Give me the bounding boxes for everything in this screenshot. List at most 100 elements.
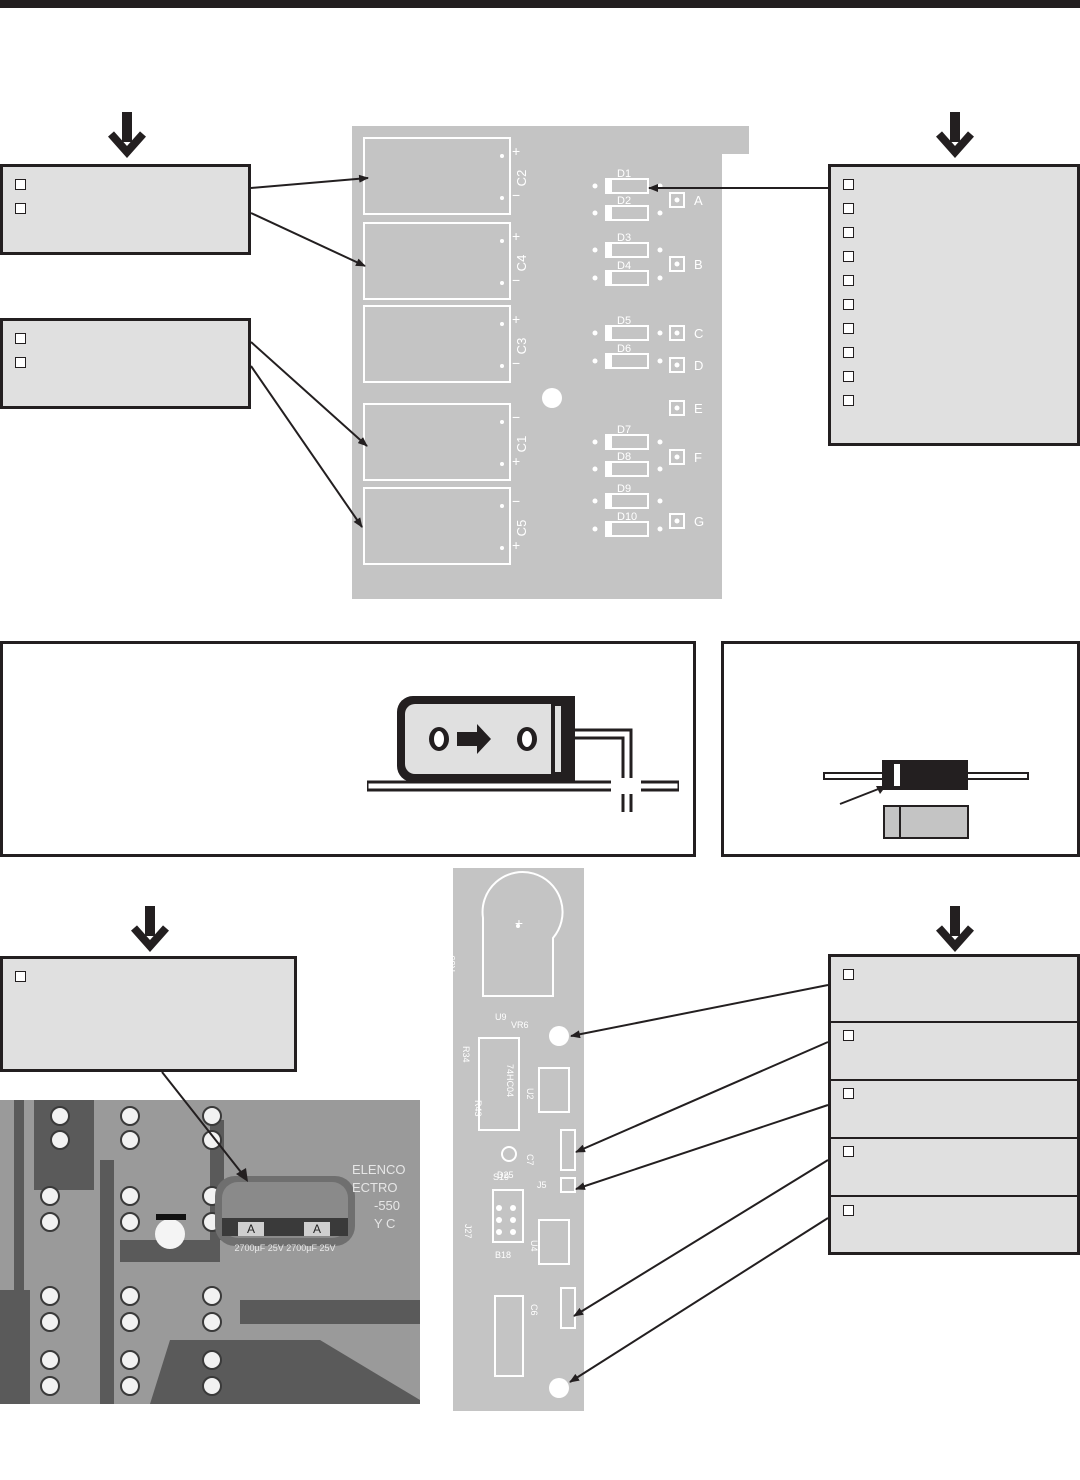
diode-outline-d2: D2 — [592, 195, 663, 221]
checkbox-icon[interactable] — [15, 203, 26, 214]
polarity-mark: + — [512, 143, 520, 159]
polarity-mark: + — [512, 537, 520, 553]
diode-outline-d10: D10 — [592, 511, 663, 537]
checkbox-icon[interactable] — [843, 203, 854, 214]
checkbox-icon[interactable] — [843, 323, 854, 334]
component-label: J5 — [537, 1180, 547, 1190]
component-label: R35 — [453, 955, 457, 972]
checkbox-icon[interactable] — [843, 251, 854, 262]
component-label: U4 — [529, 1240, 539, 1252]
cap-marking-a: A — [313, 1222, 321, 1236]
component-label: J27 — [463, 1224, 473, 1239]
capacitor-label: C3 — [514, 338, 529, 355]
pad-c: C — [669, 325, 703, 341]
pcb-top-diagram: +−C2+−C4+−C3−+C1−+C5 D1D2D3D4D5D6D7D8D9D… — [352, 126, 749, 599]
checkbox-icon[interactable] — [15, 357, 26, 368]
component-label: R43 — [473, 1100, 483, 1117]
diode-outline-d1: D1 — [592, 168, 663, 194]
pad-g: G — [669, 513, 704, 529]
pad-f: F — [669, 449, 702, 465]
checkbox-icon[interactable] — [843, 179, 854, 190]
component-label: R34 — [461, 1046, 471, 1063]
diode-label: D6 — [617, 343, 631, 355]
component-label: 74HC04 — [505, 1064, 515, 1097]
polarity-mark: + — [512, 228, 520, 244]
capacitor-steps-box-1 — [0, 164, 251, 255]
capacitor-outline-c3: +−C3 — [363, 305, 529, 383]
checkbox-icon[interactable] — [843, 1205, 854, 1216]
divider — [831, 1137, 1077, 1139]
diode-detail-panel — [721, 641, 1080, 857]
checkbox-icon[interactable] — [843, 1088, 854, 1099]
electrolytic-capacitor-photo: A A 2700µF 25V 2700µF 25V — [215, 1176, 355, 1253]
diode-illustration — [823, 760, 1029, 839]
down-arrow-icon — [108, 112, 146, 158]
component-label: B18 — [495, 1250, 511, 1260]
checkbox-icon[interactable] — [15, 179, 26, 190]
bottom-steps-box — [828, 954, 1080, 1255]
silkscreen-text: ECTRO — [352, 1180, 398, 1195]
pad-label: D — [694, 358, 703, 373]
diode-outline-d3: D3 — [592, 232, 663, 258]
silkscreen-text: Y C — [374, 1216, 395, 1231]
leader-lines-top — [250, 174, 828, 528]
checkbox-icon[interactable] — [843, 299, 854, 310]
component-label: U9 — [495, 1012, 507, 1022]
leader-lines-bottom — [569, 984, 829, 1383]
component-label: U2 — [525, 1088, 535, 1100]
diode-label: D9 — [617, 483, 631, 495]
checkbox-icon[interactable] — [843, 395, 854, 406]
leader-line-photo — [161, 1071, 248, 1182]
checkbox-icon[interactable] — [15, 333, 26, 344]
pad-label: A — [694, 193, 703, 208]
diode-label: D3 — [617, 232, 631, 244]
checkbox-icon[interactable] — [843, 969, 854, 980]
polarity-mark: + — [512, 453, 520, 469]
component-label: D25 — [497, 1170, 514, 1180]
capacitor-outline-c5: −+C5 — [363, 487, 529, 565]
checkbox-icon[interactable] — [843, 1146, 854, 1157]
checkbox-icon[interactable] — [843, 227, 854, 238]
capacitor-steps-box-2 — [0, 318, 251, 409]
capacitor-label: C2 — [514, 170, 529, 187]
diode-steps-box — [828, 164, 1080, 446]
photo-step-box — [0, 956, 297, 1072]
capacitor-label: C1 — [514, 436, 529, 453]
down-arrow-icon — [936, 906, 974, 952]
pad-label: B — [694, 257, 703, 272]
down-arrow-icon — [936, 112, 974, 158]
mounting-hole — [542, 388, 562, 408]
capacitor-detail-panel — [0, 641, 696, 857]
polarity-mark: − — [512, 187, 520, 203]
pad-label: E — [694, 401, 703, 416]
capacitor-side-view-illustration — [367, 696, 679, 812]
cap-rating-text: 2700µF 25V 2700µF 25V — [235, 1243, 336, 1253]
divider — [831, 1079, 1077, 1081]
capacitor-label: C4 — [514, 255, 529, 272]
polarity-mark: − — [512, 272, 520, 288]
checkbox-icon[interactable] — [843, 275, 854, 286]
divider — [831, 1195, 1077, 1197]
pad-e: E — [669, 400, 703, 416]
diode-label: D1 — [617, 168, 631, 180]
pad-a: A — [669, 192, 703, 208]
checkbox-icon[interactable] — [843, 347, 854, 358]
diode-outline-d6: D6 — [592, 343, 663, 369]
svg-text:+: + — [515, 915, 523, 931]
pcb-photo: A A 2700µF 25V 2700µF 25V ELENCOECTRO-55… — [0, 1100, 420, 1404]
pad-label: C — [694, 326, 703, 341]
diode-label: D8 — [617, 451, 631, 463]
down-arrow-icon — [131, 906, 169, 952]
pad-d: D — [669, 357, 703, 373]
component-label: VR6 — [511, 1020, 529, 1030]
divider — [831, 1021, 1077, 1023]
checkbox-icon[interactable] — [843, 371, 854, 382]
component-label: S19 — [493, 1172, 509, 1182]
pad-label: F — [694, 450, 702, 465]
polarity-mark: − — [512, 493, 520, 509]
diode-outline-d7: D7 — [592, 424, 663, 450]
checkbox-icon[interactable] — [843, 1030, 854, 1041]
checkbox-icon[interactable] — [15, 971, 26, 982]
diode-outline-d5: D5 — [592, 315, 663, 341]
